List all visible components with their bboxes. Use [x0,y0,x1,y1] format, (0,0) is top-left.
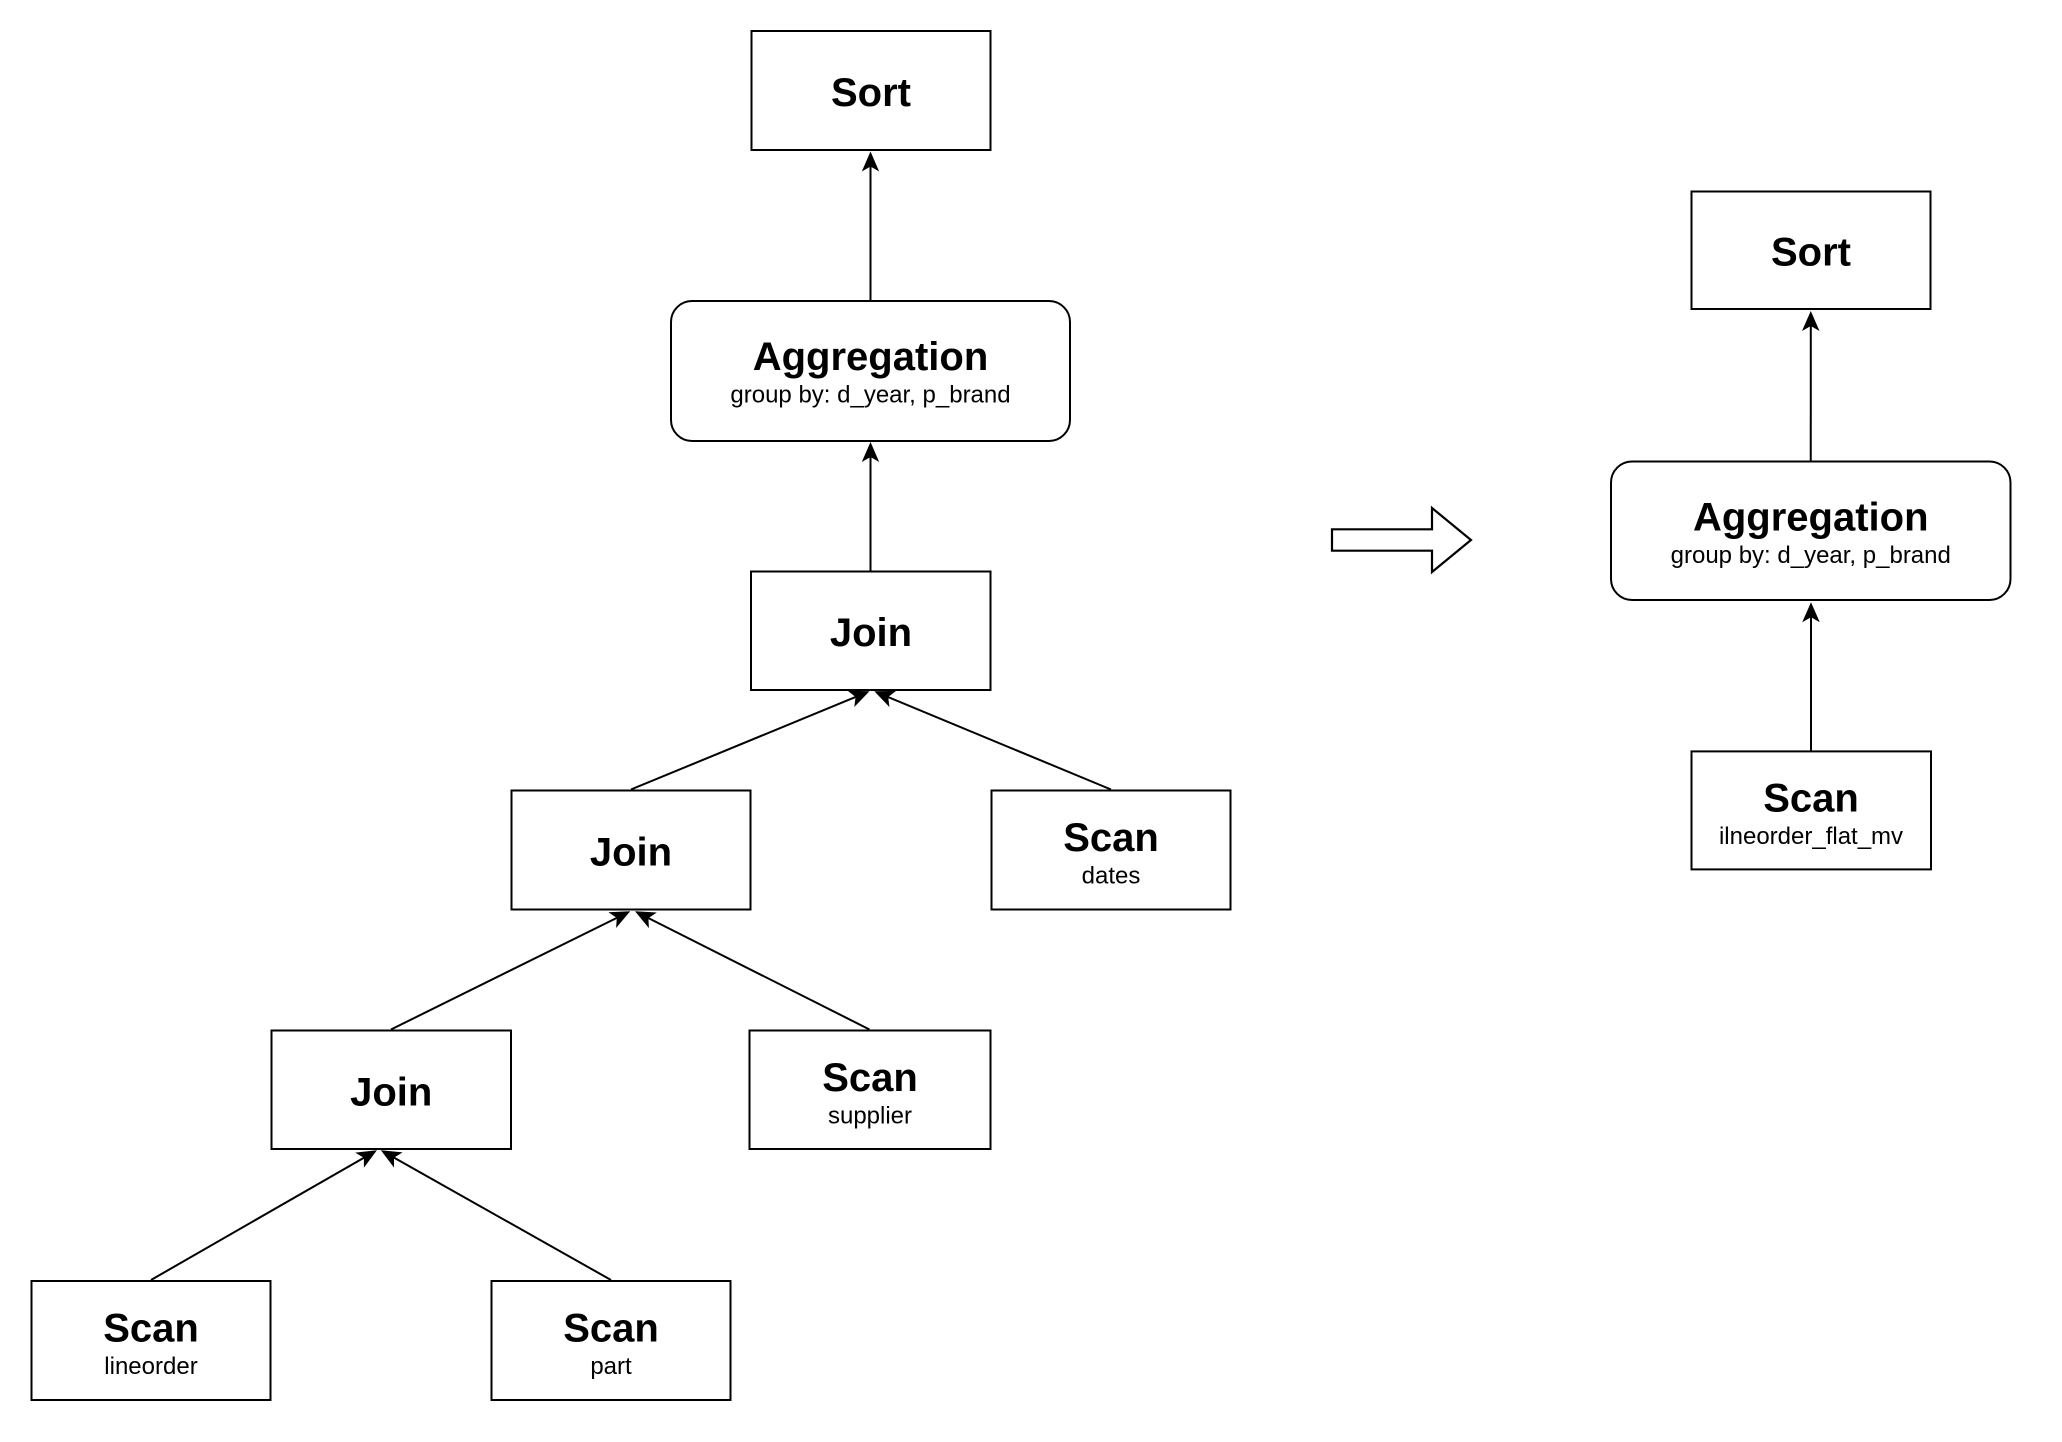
svg-text:group by: d_year, p_brand: group by: d_year, p_brand [1671,542,1951,569]
svg-text:Scan: Scan [563,1307,659,1351]
svg-text:Aggregation: Aggregation [753,335,989,379]
svg-text:Scan: Scan [1063,816,1159,860]
svg-text:Join: Join [350,1071,432,1115]
svg-text:Scan: Scan [1763,777,1859,821]
svg-text:supplier: supplier [828,1103,912,1130]
svg-text:group by: d_year, p_brand: group by: d_year, p_brand [730,382,1010,409]
svg-text:ilneorder_flat_mv: ilneorder_flat_mv [1719,823,1903,850]
svg-text:Scan: Scan [822,1056,918,1100]
svg-text:Sort: Sort [831,71,911,115]
svg-text:Aggregation: Aggregation [1693,496,1929,540]
svg-text:Join: Join [830,611,912,655]
svg-text:Scan: Scan [103,1307,199,1351]
svg-text:Sort: Sort [1771,231,1851,275]
svg-text:Join: Join [590,831,672,875]
svg-text:lineorder: lineorder [104,1353,197,1380]
svg-text:part: part [590,1353,632,1380]
svg-text:dates: dates [1082,863,1141,890]
